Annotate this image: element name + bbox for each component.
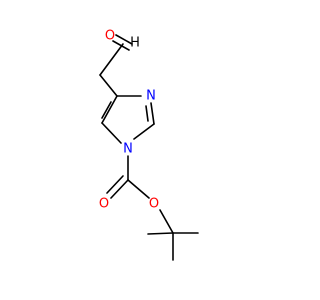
- atom-carbonyl-oxygen: O: [99, 197, 109, 212]
- bond-layer: [99, 34, 199, 261]
- bond-ring-c5-n1: [101, 122, 122, 144]
- bond-ring-c2-n3-b: [145, 105, 149, 122]
- bond-carbamate-co-double-a: [110, 179, 129, 199]
- bond-carbamate-co-double-b: [106, 175, 124, 194]
- bond-aldehyde-c-ch2: [99, 43, 124, 76]
- bond-ester-o-tert-c: [159, 209, 174, 234]
- atom-ester-oxygen: O: [149, 197, 159, 212]
- bond-aldehyde-co-double-a: [115, 34, 133, 45]
- bond-ring-c2-n3-a: [150, 102, 155, 125]
- bond-ring-c4-c5-inner: [101, 101, 112, 119]
- bond-ring-c4-c5: [101, 95, 118, 124]
- atom-ring-n1: N: [123, 142, 133, 157]
- atom-aldehyde-oxygen: O: [105, 29, 115, 44]
- bond-carbamate-c-ester-o: [127, 179, 150, 199]
- bond-ring-n1-c2: [133, 123, 155, 140]
- atom-aldehyde-hydrogen: H: [130, 36, 140, 51]
- atom-ring-n3: N: [146, 89, 156, 104]
- atom-layer: O H N N O O: [99, 29, 159, 212]
- structure-canvas: O H N N O O: [99, 29, 199, 261]
- bond-tert-c-methyl-left: [147, 232, 174, 235]
- bond-ch2-ring-c4: [99, 74, 118, 97]
